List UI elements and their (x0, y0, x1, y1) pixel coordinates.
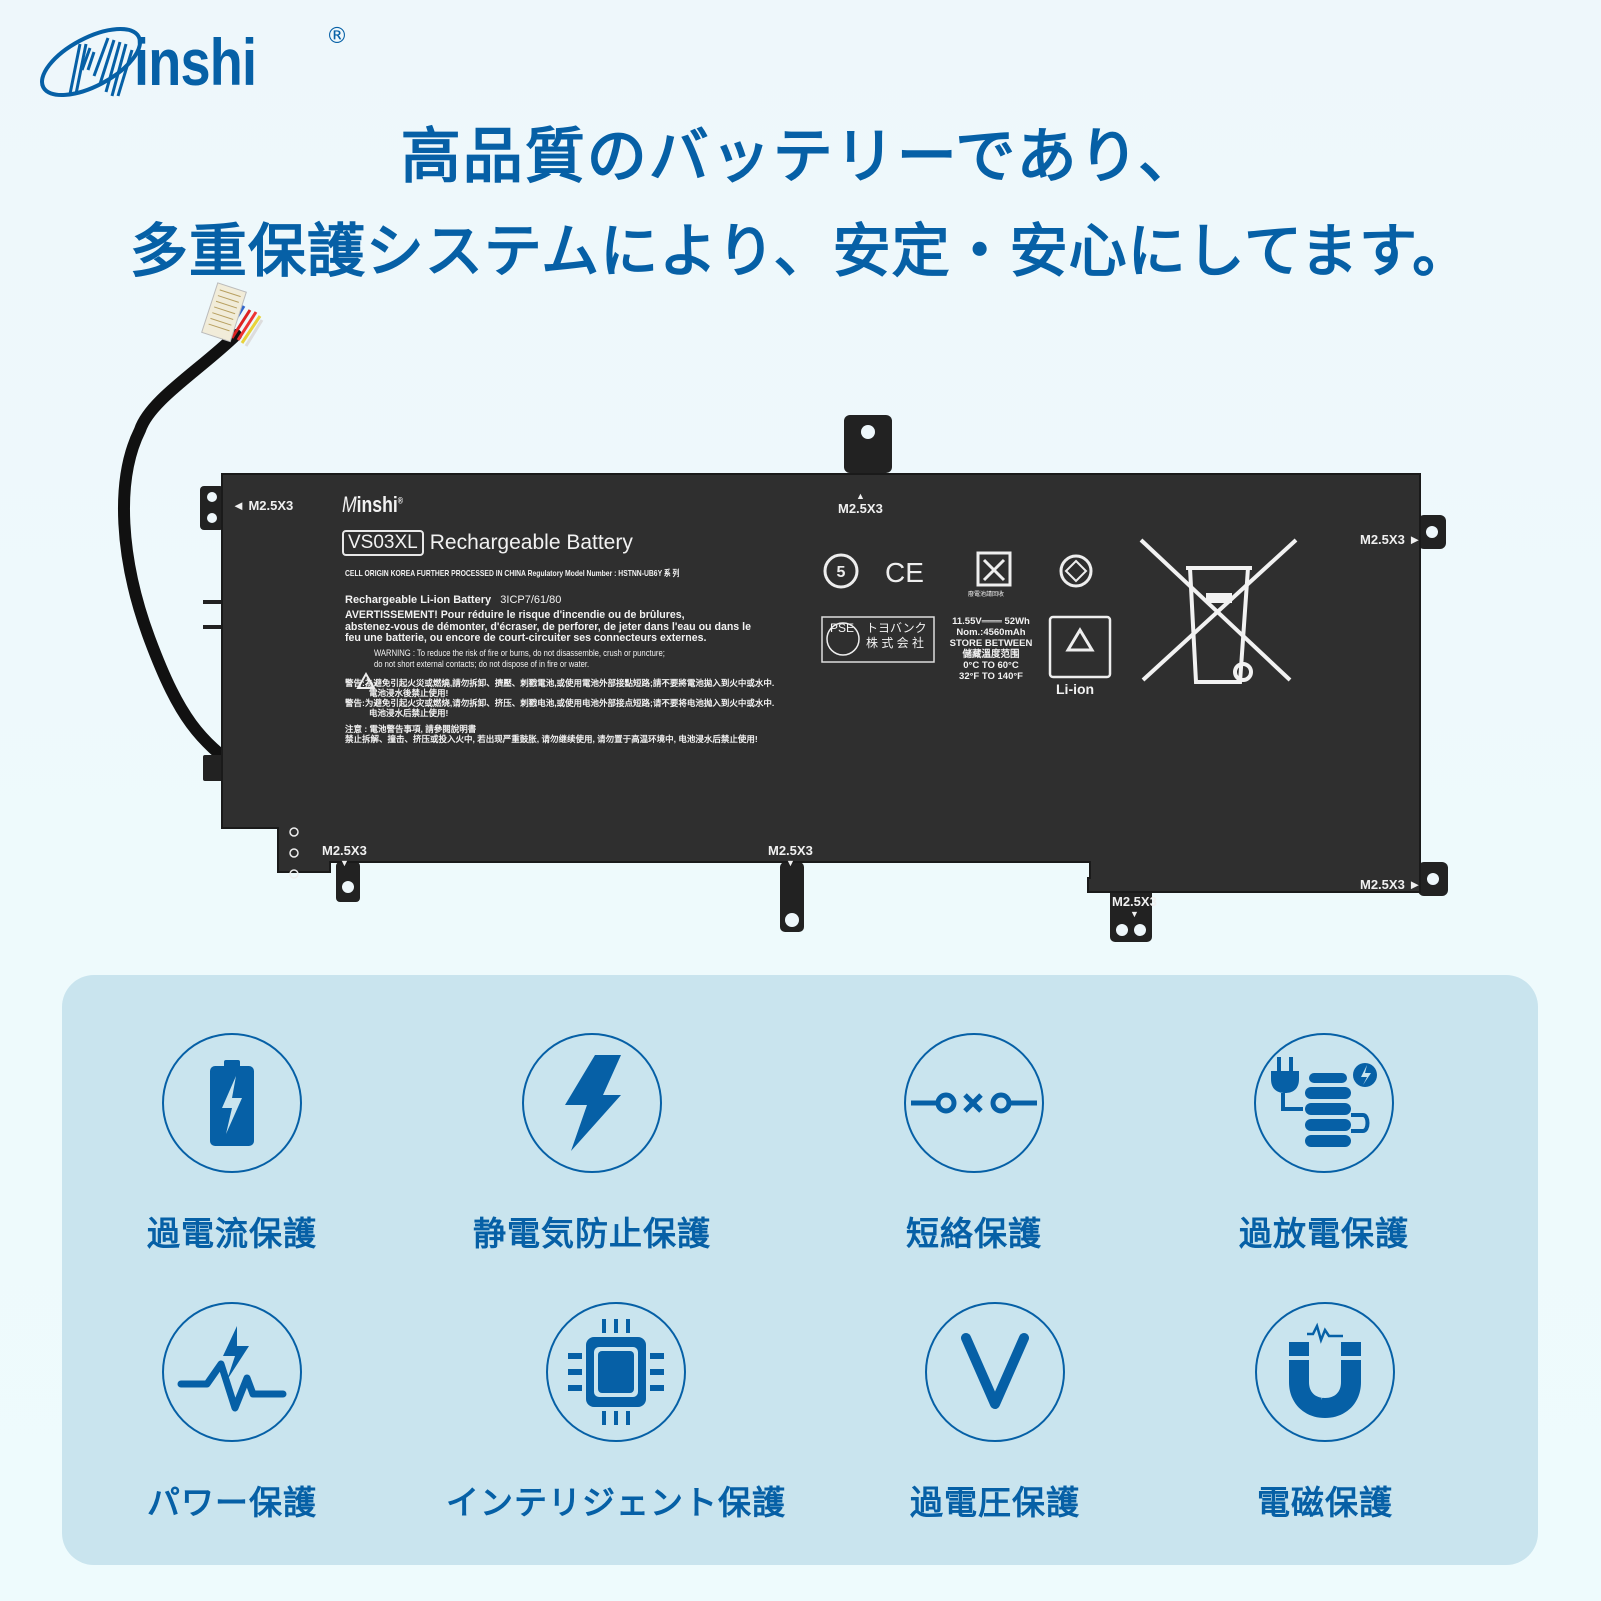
model-number-badge: VS03XL (342, 530, 424, 556)
plug-battery-icon (1254, 1033, 1394, 1173)
feature-over-discharge: 過放電保護 (1144, 1033, 1504, 1255)
battery-logo-m-icon: M (342, 492, 357, 517)
battery-title-row: VS03XL Rechargeable Battery (342, 530, 633, 556)
screw-label-top-left: ◄ M2.5X3 (232, 498, 294, 513)
svg-text:5: 5 (837, 564, 846, 581)
origin-line: CELL ORIGIN KOREA FURTHER PROCESSED IN C… (345, 568, 680, 578)
short-circuit-icon (904, 1033, 1044, 1173)
battery-body-icon: 5 CE (118, 282, 1448, 942)
feature-intelligent: インテリジェント保護 (436, 1302, 796, 1524)
battery-logo: Minshi® (342, 492, 404, 517)
pse-company: トヨバンク 株 式 会 社 (866, 621, 927, 650)
registered-mark: ® (326, 24, 348, 49)
svg-text:CE: CE (885, 557, 924, 588)
brand-logo: inshi ® (36, 14, 348, 104)
feature-short-circuit: 短絡保護 (794, 1033, 1154, 1255)
battery-bolt-icon (162, 1033, 302, 1173)
protection-features-panel: 過電流保護 静電気防止保護 短絡保護 過放電保護 パワー保護 インテリジェント保… (62, 975, 1538, 1565)
lightning-bolt-icon (522, 1033, 662, 1173)
battery-specs: 11.55V═══ 52Wh Nom.:4560mAh STORE BETWEE… (949, 616, 1033, 682)
feature-overvoltage: 過電圧保護 (815, 1302, 1175, 1524)
magnet-icon (1255, 1302, 1395, 1442)
logo-m-mark-icon (40, 26, 142, 98)
screw-label-bottom-center: M2.5X3▼ (768, 843, 813, 868)
feature-power: パワー保護 (52, 1302, 412, 1524)
french-warning: AVERTISSEMENT! Pour réduire le risque d'… (345, 609, 751, 644)
screw-label-bottom-step: M2.5X3▼ (1112, 894, 1157, 919)
screw-label-top-right: M2.5X3 ► (1360, 532, 1422, 547)
feature-anti-static: 静電気防止保護 (412, 1033, 772, 1255)
headline-line-2: 多重保護システムにより、安定・安心にしてます。 (129, 217, 1472, 285)
screw-label-bottom-left: M2.5X3▼ (322, 843, 367, 868)
feature-electromagnetic: 電磁保護 (1145, 1302, 1505, 1524)
power-surge-icon (162, 1302, 302, 1442)
pse-mark: PSE (830, 621, 855, 635)
english-warning: WARNING : To reduce the risk of fire or … (374, 648, 665, 669)
battery-title: Rechargeable Battery (429, 531, 633, 554)
logo-wordmark: inshi (134, 25, 257, 99)
voltage-v-icon (925, 1302, 1065, 1442)
headline-line-1: 高品質のバッテリーであり、 (400, 122, 1201, 192)
chip-icon (546, 1302, 686, 1442)
feature-overcurrent: 過電流保護 (52, 1033, 412, 1255)
liion-label: Li-ion (1056, 681, 1095, 697)
recycle-caption: 廢電池請回收 (968, 592, 1005, 598)
battery-product-image: 5 CE Minshi® VS03 (0, 280, 1601, 960)
screw-label-bottom-right: M2.5X3 ► (1360, 877, 1422, 892)
screw-label-top-center: ▲M2.5X3 (838, 491, 883, 516)
chinese-warning: 警告:為避免引起火災或燃燒,請勿拆卸、擠壓、刺戳電池,或使用電池外部接點短路;請… (345, 678, 775, 744)
type-line: Rechargeable Li-ion Battery 3ICP7/61/80 (345, 594, 562, 606)
